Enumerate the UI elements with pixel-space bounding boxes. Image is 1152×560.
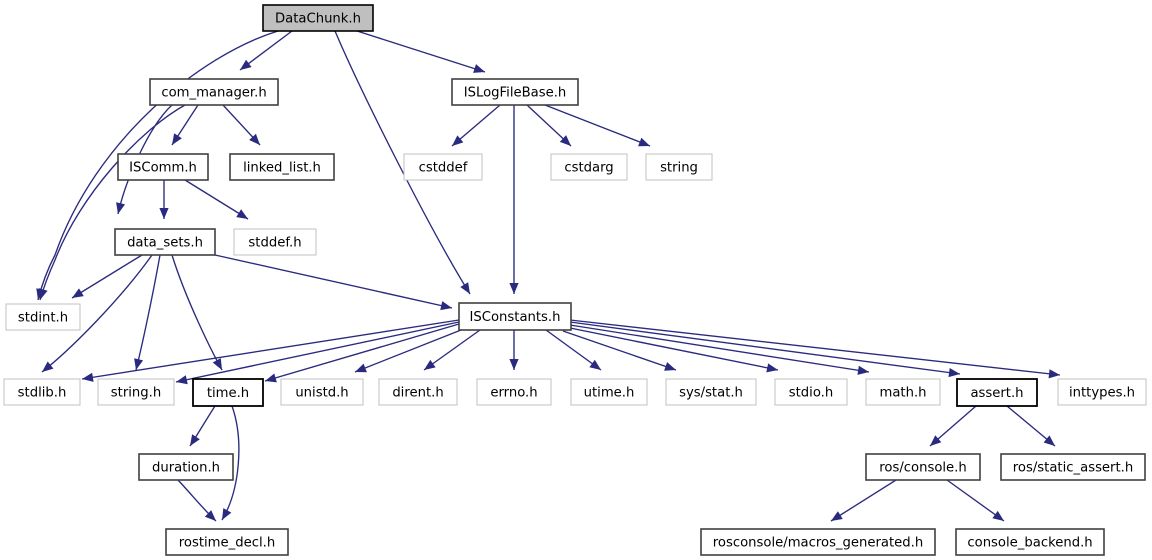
edge-ISConstants-to-math_h bbox=[569, 324, 870, 375]
edge-ISConstants-to-string_h bbox=[175, 321, 460, 385]
edge-ISConstants-to-dirent bbox=[423, 329, 481, 371]
node-box-console_backend[interactable] bbox=[955, 528, 1105, 556]
node-time_h[interactable]: time.h bbox=[192, 378, 264, 407]
node-box-dirent[interactable] bbox=[378, 378, 458, 406]
edge-com_manager-to-ISComm bbox=[171, 104, 199, 146]
node-rostime_decl[interactable]: rostime_decl.h bbox=[165, 528, 289, 556]
edge-DataChunk-to-com_manager bbox=[239, 30, 293, 71]
node-ros_console[interactable]: ros/console.h bbox=[865, 453, 981, 481]
edge-com_manager-to-linked_list bbox=[222, 104, 261, 146]
node-box-data_sets[interactable] bbox=[114, 228, 216, 256]
edge-assert_h-to-ros_static bbox=[1006, 405, 1056, 447]
node-box-stdio[interactable] bbox=[774, 378, 848, 406]
node-string_h[interactable]: string.h bbox=[97, 378, 175, 406]
edge-data_sets-to-stdlib bbox=[41, 254, 153, 373]
edges-layer bbox=[36, 30, 1061, 522]
node-box-stdlib[interactable] bbox=[3, 378, 81, 406]
edge-ISConstants-to-utime bbox=[545, 329, 602, 371]
node-cstdarg[interactable]: cstdarg bbox=[550, 153, 628, 181]
node-utime[interactable]: utime.h bbox=[570, 378, 648, 406]
node-unistd[interactable]: unistd.h bbox=[280, 378, 364, 406]
node-stdlib[interactable]: stdlib.h bbox=[3, 378, 81, 406]
node-box-com_manager[interactable] bbox=[149, 78, 279, 106]
node-box-duration[interactable] bbox=[138, 453, 234, 481]
nodes-layer: DataChunk.h com_manager.h ISLogFileBase.hI… bbox=[3, 4, 1147, 556]
node-box-ISConstants[interactable] bbox=[458, 302, 572, 331]
node-box-stdint[interactable] bbox=[5, 303, 81, 331]
node-dirent[interactable]: dirent.h bbox=[378, 378, 458, 406]
edge-ros_console-to-console_backend bbox=[946, 479, 1005, 522]
node-stdio[interactable]: stdio.h bbox=[774, 378, 848, 406]
node-box-cstdarg[interactable] bbox=[550, 153, 628, 181]
edge-ISConstants-to-inttypes bbox=[569, 319, 1061, 379]
node-stdint[interactable]: stdint.h bbox=[5, 303, 81, 331]
node-box-errno_h[interactable] bbox=[476, 378, 552, 406]
node-box-linked_list[interactable] bbox=[229, 153, 335, 181]
edge-ISConstants-to-stdlib bbox=[81, 319, 460, 382]
node-sysstat[interactable]: sys/stat.h bbox=[665, 378, 757, 406]
edge-ISConstants-to-time_h bbox=[264, 323, 460, 383]
edge-ros_console-to-rosconsole_macros bbox=[830, 479, 897, 522]
node-string_cpp[interactable]: string bbox=[645, 153, 713, 181]
edge-com_manager-to-stdint bbox=[38, 104, 186, 301]
node-box-time_h[interactable] bbox=[192, 378, 264, 407]
node-box-cstddef[interactable] bbox=[403, 153, 483, 181]
node-box-rostime_decl[interactable] bbox=[165, 528, 289, 556]
node-math_h[interactable]: math.h bbox=[865, 378, 941, 406]
node-console_backend[interactable]: console_backend.h bbox=[955, 528, 1105, 556]
node-box-DataChunk[interactable] bbox=[262, 4, 374, 32]
edge-ISConstants-to-unistd bbox=[354, 329, 462, 373]
node-box-rosconsole_macros[interactable] bbox=[700, 528, 936, 556]
edge-ISConstants-to-errno_h bbox=[509, 330, 519, 370]
edge-time_h-to-rostime_decl bbox=[221, 405, 240, 521]
edge-ISLogFileBase-to-ISConstants bbox=[509, 105, 519, 294]
node-box-utime[interactable] bbox=[570, 378, 648, 406]
node-com_manager[interactable]: com_manager.h bbox=[149, 78, 279, 106]
edge-duration-to-rostime_decl bbox=[177, 479, 217, 522]
edge-data_sets-to-ISConstants bbox=[214, 254, 453, 311]
node-stddef[interactable]: stddef.h bbox=[233, 228, 317, 256]
edge-ISConstants-to-sysstat bbox=[562, 330, 677, 371]
node-ISConstants[interactable]: ISConstants.h bbox=[458, 302, 572, 331]
edge-ISLogFileBase-to-string_cpp bbox=[544, 104, 651, 147]
node-box-ros_static[interactable] bbox=[1000, 453, 1146, 481]
node-assert_h[interactable]: assert.h bbox=[956, 378, 1038, 407]
edge-ISLogFileBase-to-cstdarg bbox=[526, 104, 572, 147]
node-data_sets[interactable]: data_sets.h bbox=[114, 228, 216, 256]
edge-ISComm-to-stddef bbox=[184, 179, 249, 220]
node-box-assert_h[interactable] bbox=[956, 378, 1038, 407]
edge-DataChunk-to-ISLogFileBase bbox=[356, 30, 486, 73]
edge-data_sets-to-string_h bbox=[134, 254, 161, 371]
node-ros_static[interactable]: ros/static_assert.h bbox=[1000, 453, 1146, 481]
node-ISComm[interactable]: ISComm.h bbox=[117, 153, 209, 181]
node-cstddef[interactable]: cstddef bbox=[403, 153, 483, 181]
node-box-ISLogFileBase[interactable] bbox=[451, 78, 579, 106]
edge-data_sets-to-stdint bbox=[71, 254, 143, 299]
node-rosconsole_macros[interactable]: rosconsole/macros_generated.h bbox=[700, 528, 936, 556]
edge-time_h-to-duration bbox=[189, 405, 216, 447]
edge-ISConstants-to-stdio bbox=[569, 327, 779, 373]
node-box-stddef[interactable] bbox=[233, 228, 317, 256]
edge-DataChunk-to-ISConstants bbox=[334, 30, 471, 295]
node-ISLogFileBase[interactable]: ISLogFileBase.h bbox=[451, 78, 579, 106]
edge-ISLogFileBase-to-cstddef bbox=[451, 104, 501, 147]
node-box-ros_console[interactable] bbox=[865, 453, 981, 481]
node-box-unistd[interactable] bbox=[280, 378, 364, 406]
node-box-string_h[interactable] bbox=[97, 378, 175, 406]
node-inttypes[interactable]: inttypes.h bbox=[1057, 378, 1147, 406]
node-DataChunk[interactable]: DataChunk.h bbox=[262, 4, 374, 32]
edge-data_sets-to-time_h bbox=[171, 254, 223, 371]
edge-ISComm-to-data_sets bbox=[159, 180, 169, 219]
node-box-sysstat[interactable] bbox=[665, 378, 757, 406]
node-box-math_h[interactable] bbox=[865, 378, 941, 406]
node-box-string_cpp[interactable] bbox=[645, 153, 713, 181]
node-errno_h[interactable]: errno.h bbox=[476, 378, 552, 406]
node-box-inttypes[interactable] bbox=[1057, 378, 1147, 406]
edge-assert_h-to-ros_console bbox=[929, 405, 977, 447]
edge-ISConstants-to-assert_h bbox=[569, 321, 961, 378]
node-linked_list[interactable]: linked_list.h bbox=[229, 153, 335, 181]
node-box-ISComm[interactable] bbox=[117, 153, 209, 181]
node-duration[interactable]: duration.h bbox=[138, 453, 234, 481]
